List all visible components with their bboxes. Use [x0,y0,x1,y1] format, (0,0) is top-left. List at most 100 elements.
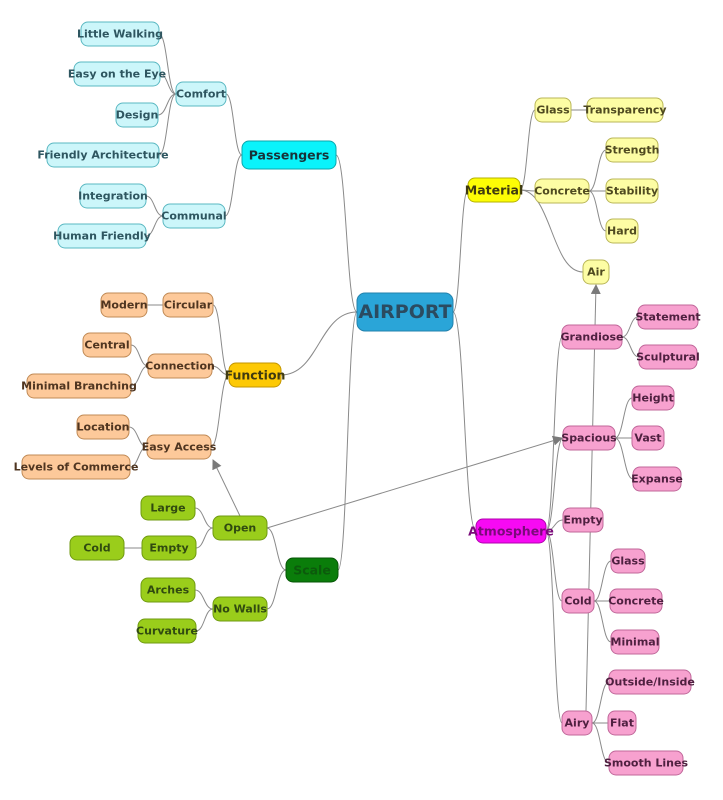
connector-no_walls-to-arches [194,589,214,610]
node-friendly-arch[interactable]: Friendly Architecture [37,142,169,168]
connector-cold_a-to-minimal [593,600,612,643]
node-transparency[interactable]: Transparency [583,97,667,123]
node-label: Large [150,502,185,515]
node-cold-a[interactable]: Cold [561,588,595,614]
connector-comfort-to-little_walking [158,33,177,95]
node-minimal-branching[interactable]: Minimal Branching [21,373,137,399]
node-box [610,629,660,655]
node-box [607,710,637,736]
node-arches[interactable]: Arches [140,577,196,603]
node-empty-s[interactable]: Empty [141,535,197,561]
node-label: Glass [611,555,645,568]
node-human-friendly[interactable]: Human Friendly [53,223,151,249]
node-box [79,183,147,209]
node-height[interactable]: Height [631,385,675,411]
node-central[interactable]: Central [82,332,132,358]
node-spacious[interactable]: Spacious [561,425,617,451]
node-open[interactable]: Open [212,515,268,541]
node-box [82,332,132,358]
node-empty-a[interactable]: Empty [562,507,604,533]
node-minimal[interactable]: Minimal [610,629,660,655]
node-airport[interactable]: AIRPORT [356,292,454,332]
node-scale[interactable]: Scale [285,557,339,583]
node-no-walls[interactable]: No Walls [212,596,268,622]
node-label: Design [116,109,159,122]
node-atmosphere[interactable]: Atmosphere [468,518,554,544]
node-integration[interactable]: Integration [78,183,148,209]
connector-open-to-large [194,507,214,529]
node-curvature[interactable]: Curvature [136,618,198,644]
node-glass-a[interactable]: Glass [610,548,646,574]
node-smooth-lines[interactable]: Smooth Lines [604,750,688,776]
node-material[interactable]: Material [465,177,524,203]
node-hard[interactable]: Hard [605,218,639,244]
node-connection[interactable]: Connection [145,353,215,379]
node-statement[interactable]: Statement [635,304,701,330]
node-label: Minimal Branching [21,380,137,393]
node-box [80,21,160,47]
node-label: Atmosphere [468,524,554,539]
node-label: Open [224,522,257,535]
node-box [610,548,646,574]
node-grandiose[interactable]: Grandiose [561,324,624,350]
node-vast[interactable]: Vast [631,425,665,451]
node-location[interactable]: Location [76,414,130,440]
node-comfort[interactable]: Comfort [175,81,227,107]
node-air[interactable]: Air [582,259,610,285]
node-airy[interactable]: Airy [561,710,593,736]
connector-concrete_m-to-hard [588,190,607,232]
node-label: Strength [605,144,660,157]
node-design[interactable]: Design [115,102,159,128]
node-box [475,518,547,544]
node-flat[interactable]: Flat [607,710,637,736]
node-outside-inside[interactable]: Outside/Inside [605,669,695,695]
node-box [162,292,214,318]
node-circular[interactable]: Circular [162,292,214,318]
connector-passengers-to-communal [224,154,243,217]
node-easy-on-eye[interactable]: Easy on the Eye [68,61,166,87]
node-label: Comfort [176,88,226,101]
node-communal[interactable]: Communal [161,203,227,229]
node-label: Minimal [611,636,660,649]
node-box [608,750,684,776]
connector-grandiose-to-sculptural [621,336,640,358]
connector-concrete_m-to-strength [588,149,607,192]
connector-cold_a-to-glass_a [593,560,612,602]
connector-atmosphere-to-empty_a [545,519,564,532]
node-box [100,292,148,318]
node-label: Integration [78,190,148,203]
node-label: Stability [606,185,658,198]
node-levels-commerce[interactable]: Levels of Commerce [14,454,139,480]
node-box [561,588,595,614]
node-stability[interactable]: Stability [605,178,659,204]
node-glass-m[interactable]: Glass [534,97,572,123]
node-box [534,97,572,123]
node-concrete-a[interactable]: Concrete [608,588,664,614]
node-box [356,292,454,332]
node-function[interactable]: Function [225,362,286,388]
node-passengers[interactable]: Passengers [241,140,337,170]
node-strength[interactable]: Strength [605,137,660,163]
node-box [140,577,196,603]
node-concrete-m[interactable]: Concrete [534,178,590,204]
node-box [141,535,197,561]
connector-scale-to-open [266,527,287,571]
connector-atmosphere-to-airy [545,530,563,724]
node-sculptural[interactable]: Sculptural [636,344,700,370]
node-little-walking[interactable]: Little Walking [77,21,163,47]
node-label: Airy [565,717,590,730]
node-box [212,515,268,541]
node-label: Easy on the Eye [68,68,166,81]
node-label: Location [77,421,130,434]
connector-no_walls-to-curvature [195,608,214,632]
node-easy-access[interactable]: Easy Access [142,434,217,460]
node-expanse[interactable]: Expanse [631,466,683,492]
node-large[interactable]: Large [140,495,196,521]
node-box [631,425,665,451]
connector-communal-to-human_friendly [145,215,164,237]
node-label: Sculptural [636,351,700,364]
node-cold-s[interactable]: Cold [69,535,125,561]
node-modern[interactable]: Modern [100,292,148,318]
node-box [241,140,337,170]
node-label: Empty [563,514,602,527]
